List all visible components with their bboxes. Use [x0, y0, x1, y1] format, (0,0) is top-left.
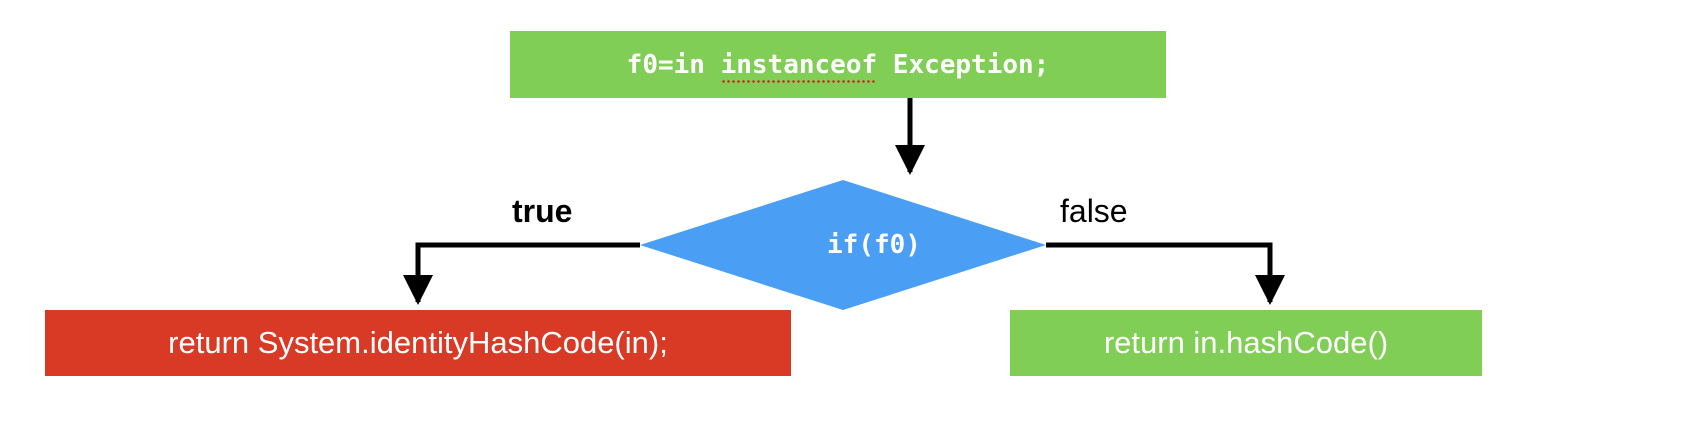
statement-suffix: Exception;	[877, 49, 1050, 80]
edge-label-false: false	[1060, 193, 1128, 229]
node-false-result-label: return in.hashCode()	[1103, 325, 1389, 360]
statement-misspelled-word: instanceof	[720, 49, 878, 83]
node-false-result[interactable]: return in.hashCode()	[1010, 310, 1482, 376]
diamond-shape	[640, 180, 1046, 310]
statement-prefix: f0=in	[626, 49, 721, 80]
node-statement-label: f0=in instanceof Exception;	[626, 49, 1050, 83]
edge-label-true: true	[512, 193, 573, 229]
node-true-result[interactable]: return System.identityHashCode(in);	[45, 310, 791, 376]
node-statement[interactable]: f0=in instanceof Exception;	[510, 31, 1166, 98]
edge-decision-to-false	[1046, 242, 1285, 305]
node-true-result-label: return System.identityHashCode(in);	[168, 325, 668, 360]
edge-decision-to-true	[403, 242, 640, 305]
node-decision[interactable]: if(f0)	[640, 180, 1046, 310]
